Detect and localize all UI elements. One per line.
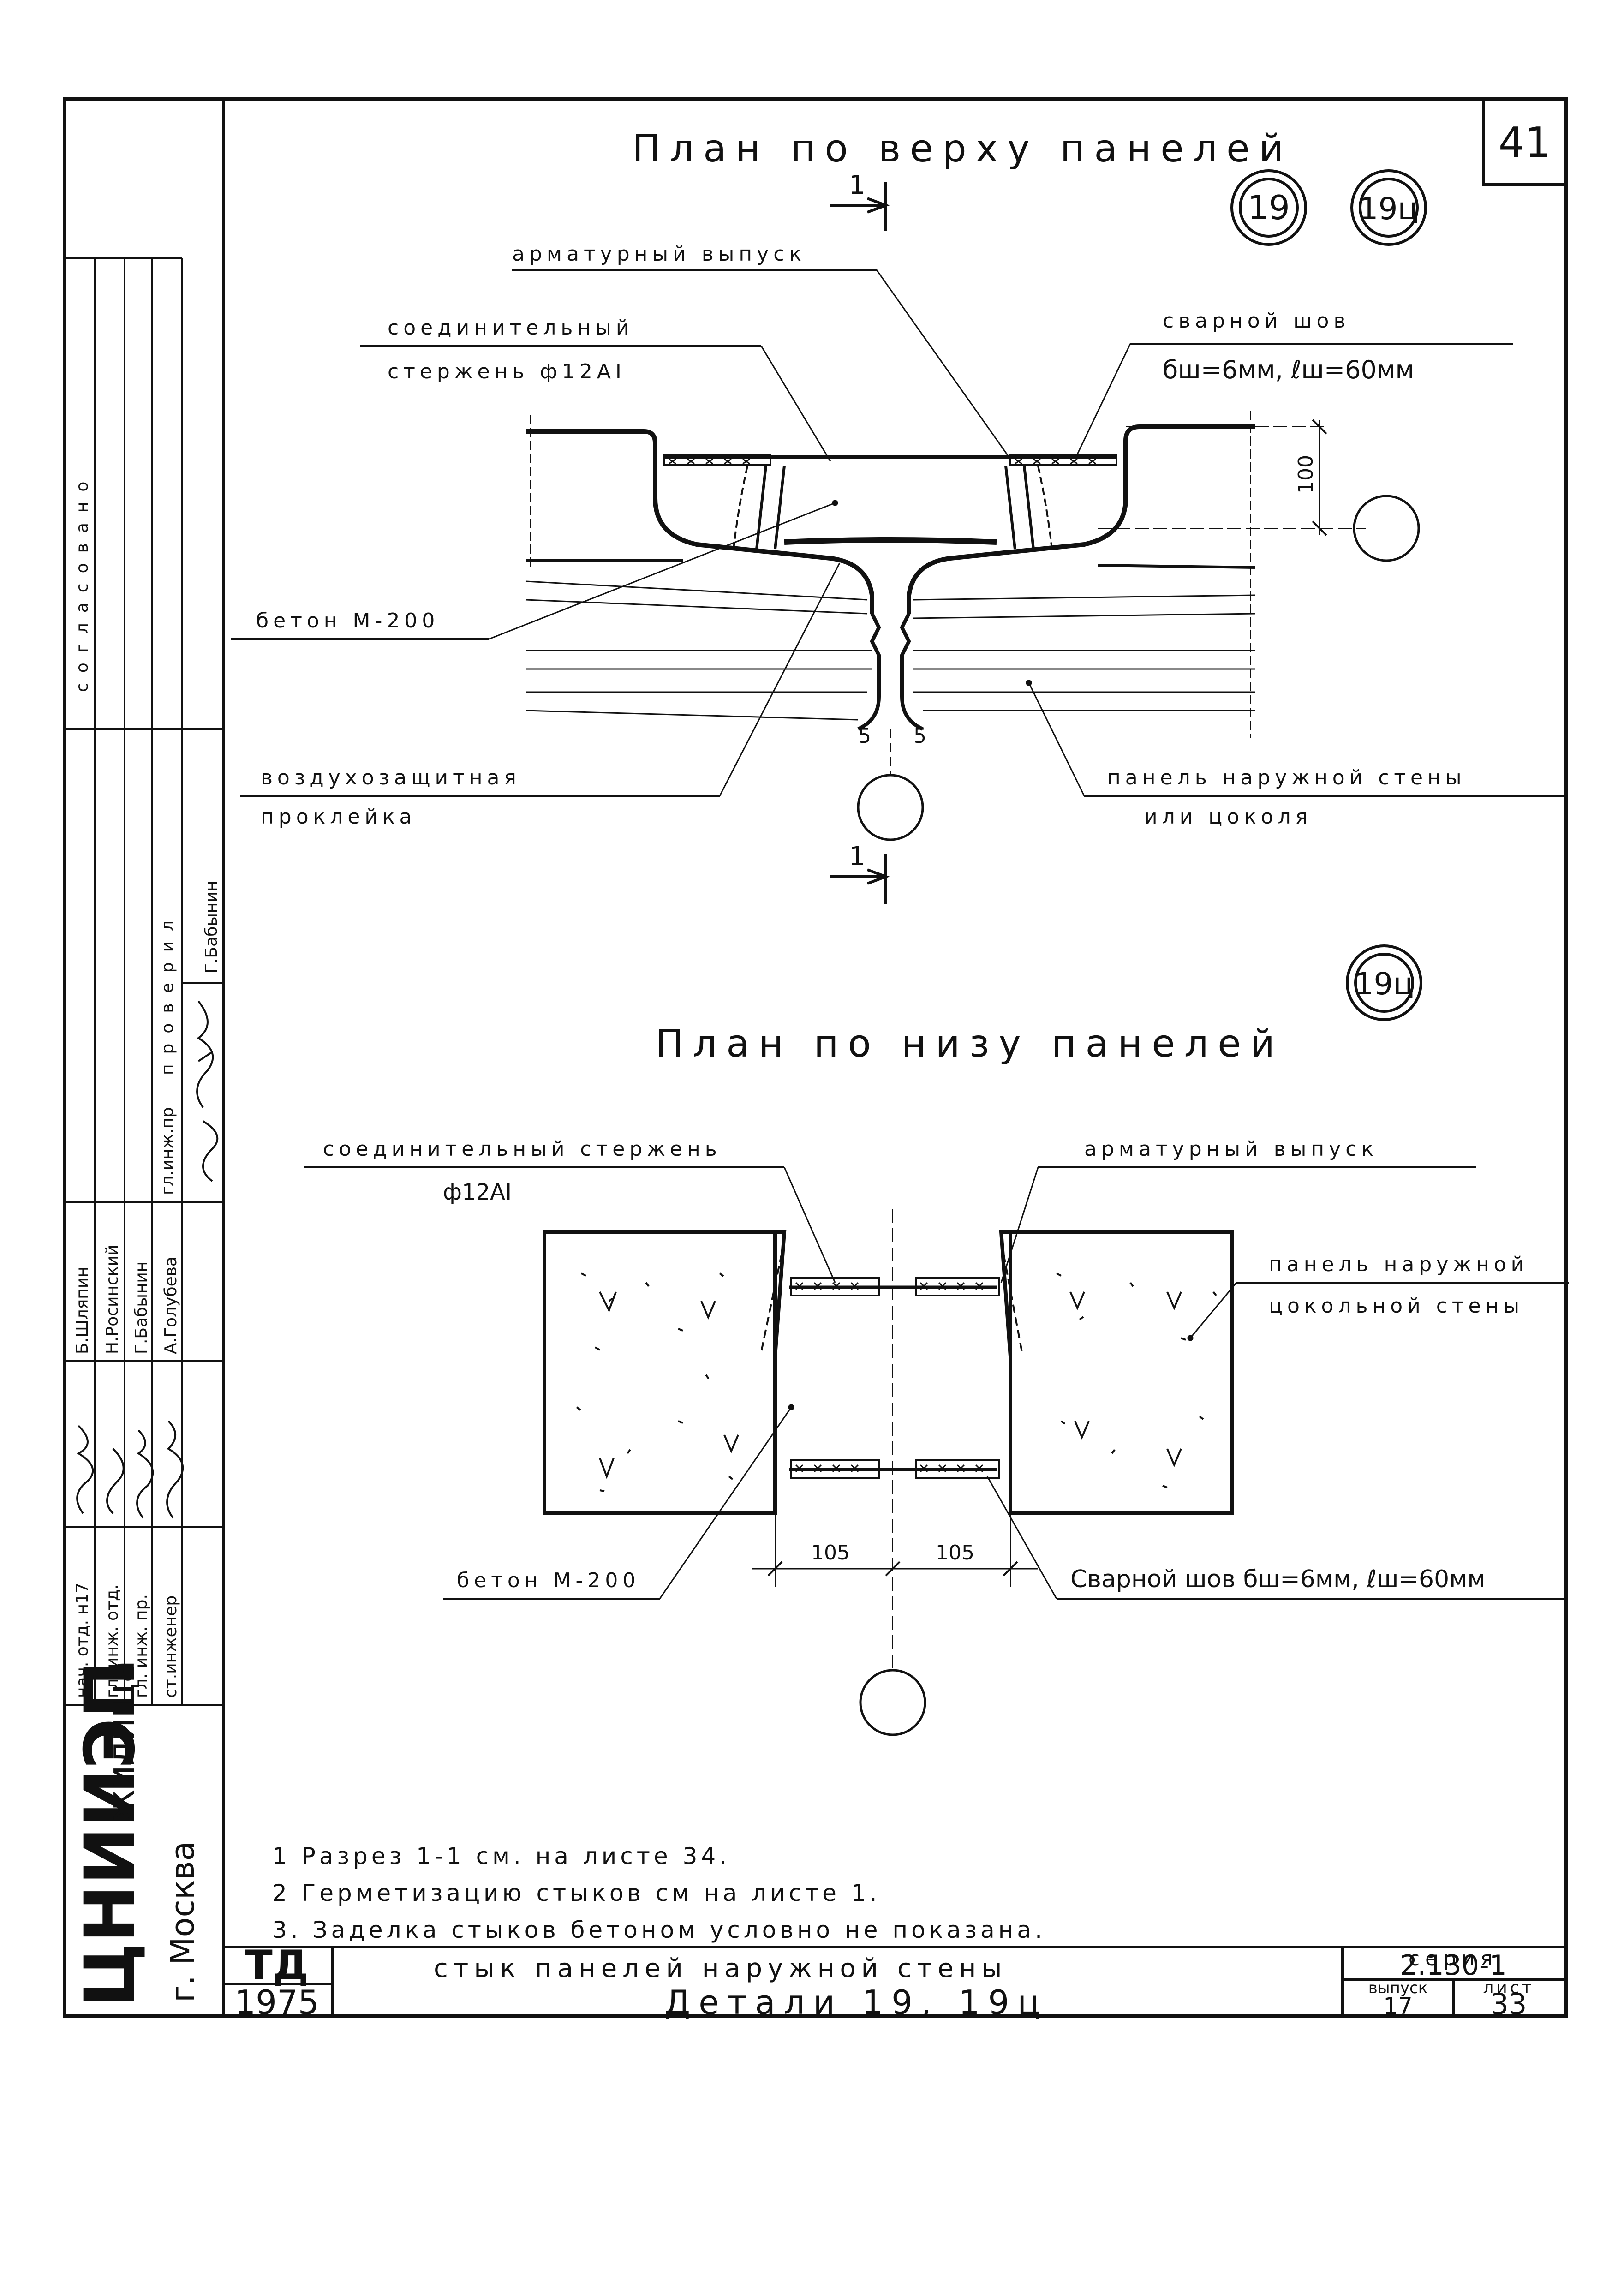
- label-air-seal-1: воздухозащитная: [261, 766, 521, 789]
- plan-top-title: План по верху панелей: [632, 127, 1293, 171]
- plan-bottom-drawing: [543, 1167, 1237, 1736]
- section-mark-top-num: 1: [849, 170, 866, 200]
- signatures: [76, 1420, 184, 1519]
- dim-105-left: 105: [811, 1541, 850, 1565]
- city: г. Москва: [164, 1841, 202, 2002]
- role-2: гл. инж. отд.: [103, 1584, 122, 1698]
- checked-label: проверил: [158, 910, 177, 1075]
- label-panel-bottom-1: панель наружной: [1269, 1253, 1528, 1276]
- plan-bottom-title: План по низу панелей: [655, 1022, 1284, 1066]
- label-weld-bottom: Сварной шов бш=6мм, ℓш=60мм: [1070, 1565, 1486, 1593]
- sheet-mark: 41: [1499, 119, 1552, 167]
- note-2: 2 Герметизацию стыков см на листе 1.: [272, 1880, 881, 1906]
- label-concrete-top: бетон М-200: [256, 609, 439, 633]
- series-label: серия: [1409, 1947, 1498, 1971]
- note-3: 3. Заделка стыков бетоном условно не пок…: [272, 1917, 1046, 1943]
- detail-marker-19c-bottom: [1346, 944, 1422, 1021]
- label-panel-bottom-2: цокольной стены: [1269, 1294, 1524, 1318]
- checker-name: Г.Бабынин: [202, 881, 221, 974]
- label-panel-top-1: панель наружной стены: [1107, 766, 1466, 789]
- label-connecting-rod-bottom: соединительный стержень: [323, 1137, 722, 1161]
- label-rod-diam: ф12AI: [443, 1179, 512, 1205]
- label-weld-1: сварной шов: [1163, 309, 1350, 333]
- details-title: Детали 19, 19ц: [664, 1983, 1048, 2022]
- name-1: Б.Шляпин: [73, 1266, 92, 1354]
- title-block: [224, 1946, 1566, 2016]
- sheet-value: 33: [1491, 1987, 1527, 2021]
- series-value: 2.130-1: [1400, 1949, 1507, 1982]
- label-connecting-rod-1: соединительный: [388, 316, 633, 340]
- sheet-label: лист: [1483, 1978, 1534, 1997]
- label-air-seal-2: проклейка: [261, 805, 417, 829]
- checker-signature: [196, 1000, 214, 1108]
- label-connecting-rod-2: стержень ф12AI: [388, 360, 626, 383]
- label-concrete-bottom: бетон М-200: [457, 1569, 640, 1592]
- org-suffix: жилища: [100, 1660, 143, 1822]
- section-mark-bottom: [830, 854, 890, 904]
- role-3: гл. инж. пр.: [132, 1594, 151, 1698]
- dim-5b: 5: [914, 724, 926, 748]
- section-mark-bottom-num: 1: [849, 842, 866, 872]
- detail-marker-19c-bottom-text: 19ц: [1355, 966, 1414, 1002]
- detail-marker-19c-text: 19ц: [1359, 191, 1419, 227]
- label-rebar-outlet-bottom: арматурный выпуск: [1084, 1137, 1378, 1161]
- checker-signature-2: [202, 1120, 219, 1182]
- detail-marker-19-text: 19: [1248, 188, 1290, 227]
- name-2: Н.Росинский: [103, 1245, 122, 1354]
- note-1: 1 Разрез 1-1 см. на листе 34.: [272, 1843, 730, 1870]
- dim-100: 100: [1294, 455, 1318, 494]
- dim-5a: 5: [858, 724, 871, 748]
- label-panel-top-2: или цоколя: [1144, 805, 1312, 829]
- section-mark-top: [830, 182, 890, 231]
- role-4: ст.инженер: [161, 1595, 180, 1698]
- label-rebar-outlet-top: арматурный выпуск: [512, 242, 806, 266]
- detail-marker-19: [1230, 169, 1307, 246]
- agreed-label: согласовано: [73, 472, 92, 692]
- role-1: нач. отд. н17: [73, 1583, 92, 1698]
- plan-top-drawing: [489, 269, 1420, 841]
- issue-label: выпуск: [1368, 1979, 1427, 1997]
- sheet-frame: [63, 97, 1568, 2018]
- detail-marker-19c: [1350, 169, 1427, 246]
- year: 1975: [234, 1983, 319, 2022]
- td-label: ТД: [245, 1942, 309, 1989]
- name-4: А.Голубева: [161, 1256, 180, 1354]
- side-block: [65, 257, 224, 2017]
- label-weld-2: бш=6мм, ℓш=60мм: [1163, 355, 1414, 384]
- chief-engineer-label: гл.инж.пр: [158, 1107, 177, 1195]
- dim-105-right: 105: [936, 1541, 974, 1565]
- name-3: Г.Бабынин: [132, 1261, 151, 1354]
- org-name: ЦНИИЭП: [70, 1661, 150, 2007]
- subject: стык панелей наружной стены: [434, 1953, 1008, 1983]
- issue-value: 17: [1383, 1993, 1413, 2019]
